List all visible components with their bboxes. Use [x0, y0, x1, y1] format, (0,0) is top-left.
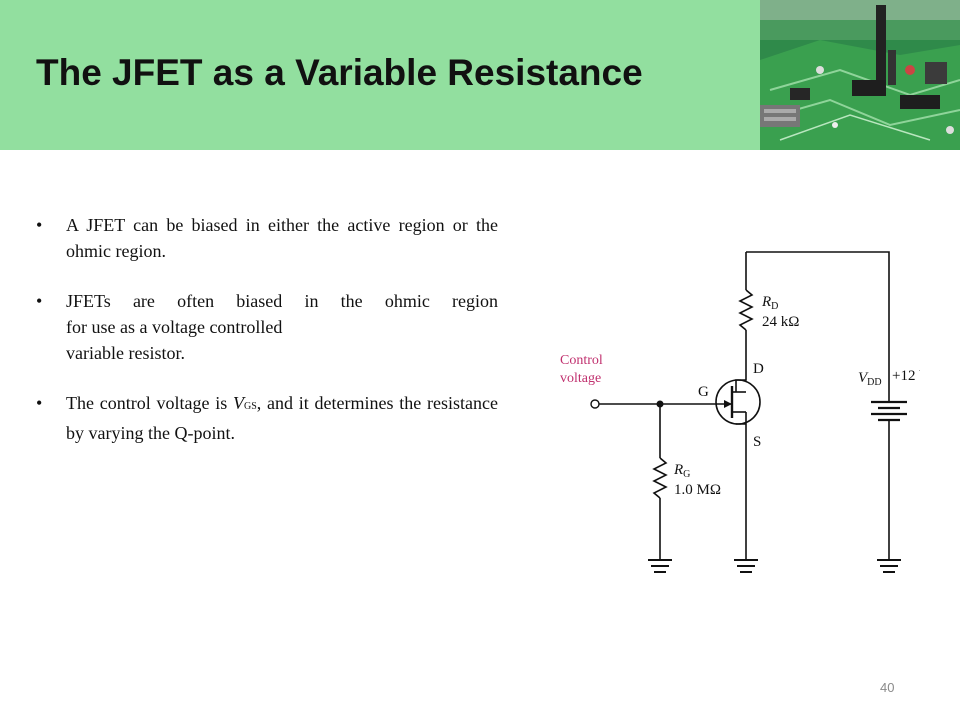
- gate-label: G: [698, 384, 709, 400]
- bullet-item: • A JFET can be biased in either the act…: [36, 212, 498, 264]
- slide-title: The JFET as a Variable Resistance: [36, 52, 643, 93]
- rd-resistor: [738, 289, 754, 331]
- source-lead: [736, 412, 747, 560]
- rg-name-label: RG: [673, 462, 690, 480]
- bullet-text-line: for use as a voltage controlled: [66, 317, 283, 337]
- bullet-text: , and it determines the resistance by va…: [66, 393, 498, 443]
- bullet-marker: •: [36, 291, 43, 311]
- vdd-value-label: +12 V: [892, 368, 920, 384]
- junction-dot: [656, 400, 664, 408]
- page-number: 40: [880, 680, 895, 695]
- ground-icon: [648, 559, 672, 573]
- gate-arrow-icon: [724, 400, 732, 408]
- control-terminal: [590, 399, 600, 409]
- drain-lead: [735, 330, 747, 392]
- rd-value-label: 24 kΩ: [762, 314, 799, 330]
- vdd-name-label: VDD: [858, 370, 882, 388]
- ground-icon: [734, 559, 758, 573]
- bullet-subscript: GS: [243, 401, 257, 412]
- jfet-body: [715, 379, 761, 425]
- source-label: S: [753, 434, 761, 450]
- bullet-variable: V: [232, 393, 244, 413]
- bullet-list: • A JFET can be biased in either the act…: [36, 212, 498, 470]
- bullet-text-line: JFETs are often biased in the ohmic regi…: [66, 291, 498, 311]
- bullet-text: A JFET can be biased in either the activ…: [66, 215, 498, 261]
- control-label: Control: [560, 353, 603, 368]
- jfet-circuit-diagram: Control voltage G D S RD 24 kΩ RG 1.0 MΩ…: [560, 251, 920, 573]
- bullet-text: The control voltage is: [66, 393, 233, 413]
- bullet-item: • The control voltage is VGS, and it det…: [36, 390, 498, 446]
- rd-name-label: RD: [761, 294, 778, 312]
- top-wire: [746, 251, 890, 398]
- bullet-text-line: variable resistor.: [66, 343, 185, 363]
- ground-icon: [877, 559, 901, 573]
- circuit-board-photo: [760, 0, 960, 150]
- bullet-marker: •: [36, 393, 43, 413]
- rg-resistor: [652, 457, 668, 499]
- control-label: voltage: [560, 371, 601, 386]
- bullet-item: • JFETs are often biased in the ohmic re…: [36, 288, 498, 366]
- rg-value-label: 1.0 MΩ: [674, 482, 721, 498]
- drain-label: D: [753, 361, 764, 377]
- bullet-marker: •: [36, 215, 43, 235]
